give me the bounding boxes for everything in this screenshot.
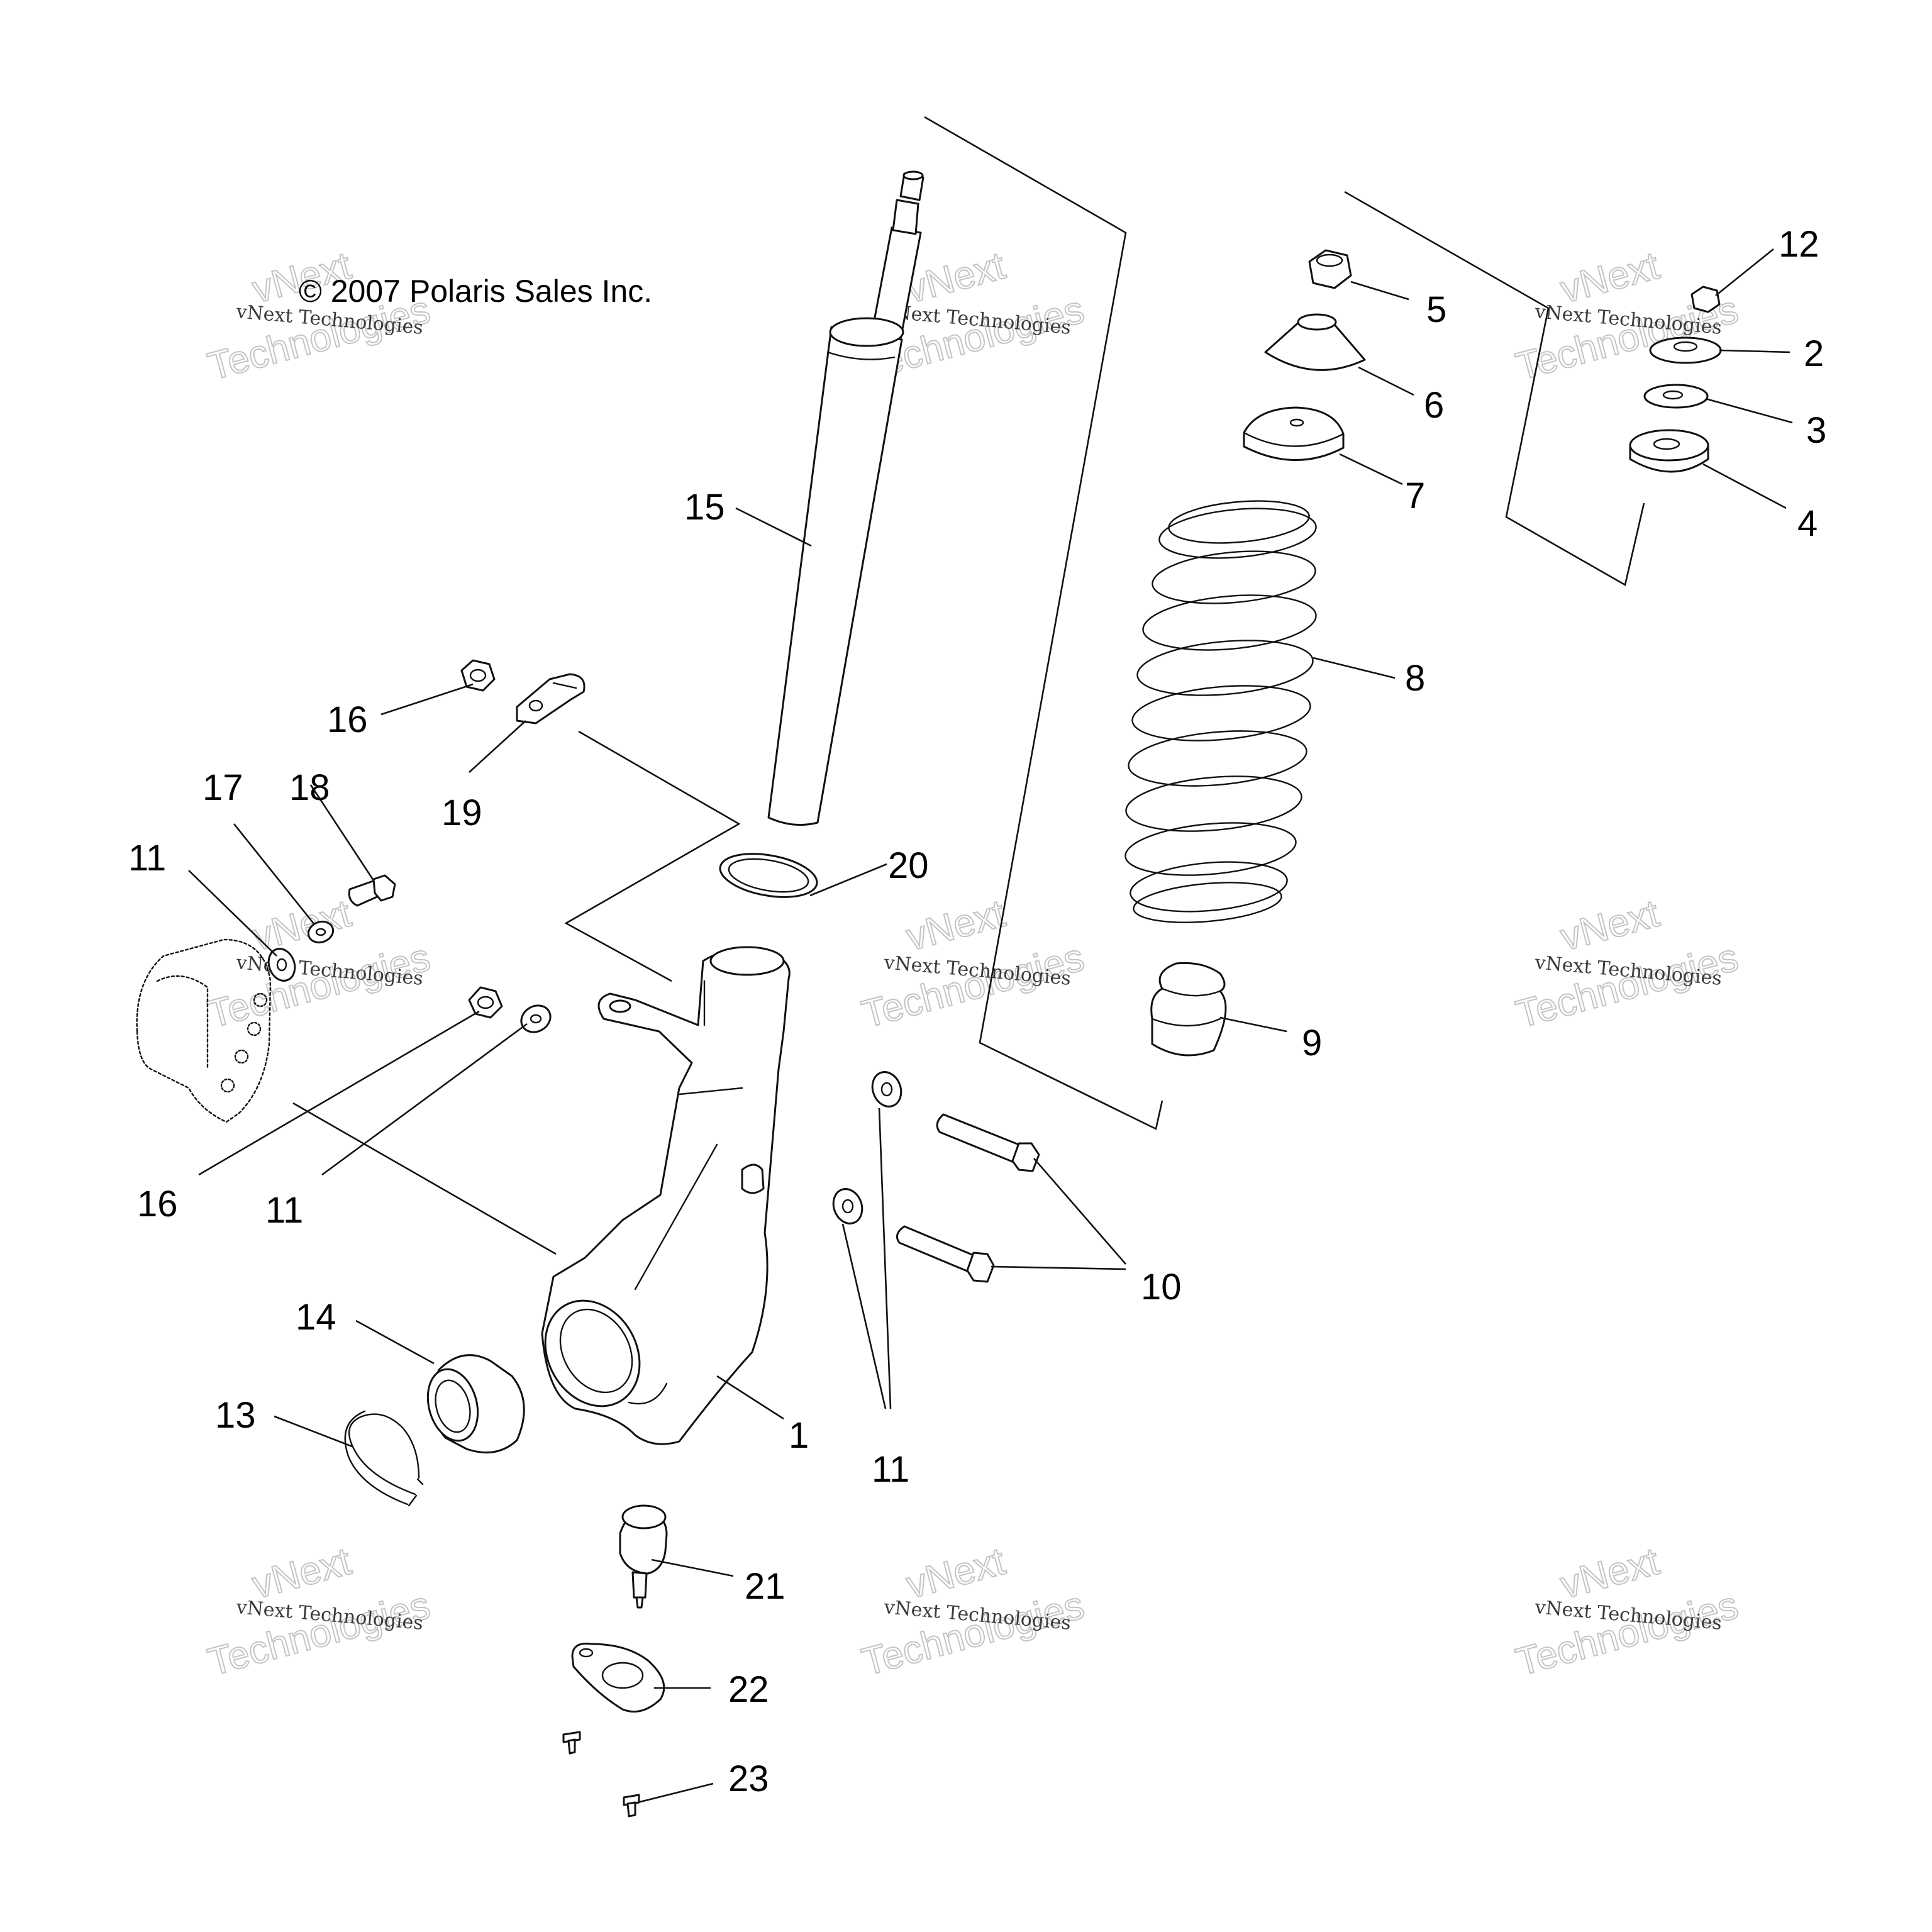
callout-21: 21 [745,1566,786,1607]
nut [468,986,503,1019]
callout-8: 8 [1405,658,1425,699]
watermark-layer: vNext Technologies vNext Technologies vN… [203,243,1743,1685]
callout-11: 11 [872,1449,909,1490]
o-ring [719,853,818,898]
callout-16: 16 [137,1184,178,1224]
callout-10: 10 [1141,1267,1182,1307]
callout-1: 1 [789,1415,809,1456]
bump-stop [1150,962,1227,1057]
callout-19: 19 [441,792,482,833]
shock-absorber [767,170,924,826]
brake-line-clamp [516,673,586,724]
washer-top [1649,336,1722,364]
callouts: 1 2 3 4 5 6 7 8 9 10 11 11 11 12 13 14 1… [128,224,1826,1799]
callout-5: 5 [1426,289,1446,330]
spring-seat [1243,406,1345,461]
watermark-line1: vNext [248,892,355,960]
bushing-small [1643,384,1709,409]
ball-joint [619,1504,668,1609]
wheel-bearing [426,1354,525,1453]
callout-11: 11 [128,838,166,879]
washer [871,1071,902,1108]
watermark-line1: vNext [248,1540,355,1607]
washer [520,1004,552,1033]
callout-12: 12 [1779,224,1819,265]
watermark-line1: vNext [1556,1540,1663,1607]
callout-6: 6 [1424,385,1444,426]
flange-plate [571,1642,665,1713]
watermark-line1: vNext [902,892,1009,960]
callout-14: 14 [296,1297,336,1338]
callout-4: 4 [1797,503,1818,544]
watermark-line1: vNext [902,244,1009,312]
callout-7: 7 [1405,475,1425,516]
upper-cone-mount [1264,313,1366,371]
snap-ring [344,1410,424,1507]
callout-15: 15 [684,487,725,528]
callout-17: 17 [203,767,243,808]
washer [267,948,296,982]
leader-lines [188,248,1793,1804]
top-nut [1308,249,1352,289]
callout-13: 13 [215,1395,256,1436]
top-hardware-bracket [1344,191,1645,586]
bushing-large [1629,429,1709,473]
brake-caliper [136,938,272,1123]
callout-9: 9 [1302,1023,1322,1063]
screw [562,1731,581,1755]
steering-knuckle [541,946,791,1445]
callout-18: 18 [289,767,330,808]
watermark-line1: vNext [1556,892,1663,960]
watermark-line1: vNext [902,1540,1009,1607]
callout-3: 3 [1806,410,1826,451]
lock-washer [307,920,335,944]
callout-2: 2 [1804,333,1824,374]
jam-nut [1690,286,1721,313]
washer [832,1188,863,1224]
callout-23: 23 [728,1758,769,1799]
callout-22: 22 [728,1669,769,1710]
screw [623,1794,640,1818]
bolt [936,1113,1040,1172]
coil-spring [1124,500,1317,923]
callout-11: 11 [265,1190,303,1231]
bolt-small [348,874,396,907]
copyright-text: © 2007 Polaris Sales Inc. [299,274,652,309]
bolt [896,1225,995,1283]
watermark-line1: vNext [1556,244,1663,312]
callout-16: 16 [327,699,368,740]
shock-assembly-bracket [924,116,1163,1130]
knuckle-bracket [564,730,741,982]
callout-20: 20 [888,845,929,886]
